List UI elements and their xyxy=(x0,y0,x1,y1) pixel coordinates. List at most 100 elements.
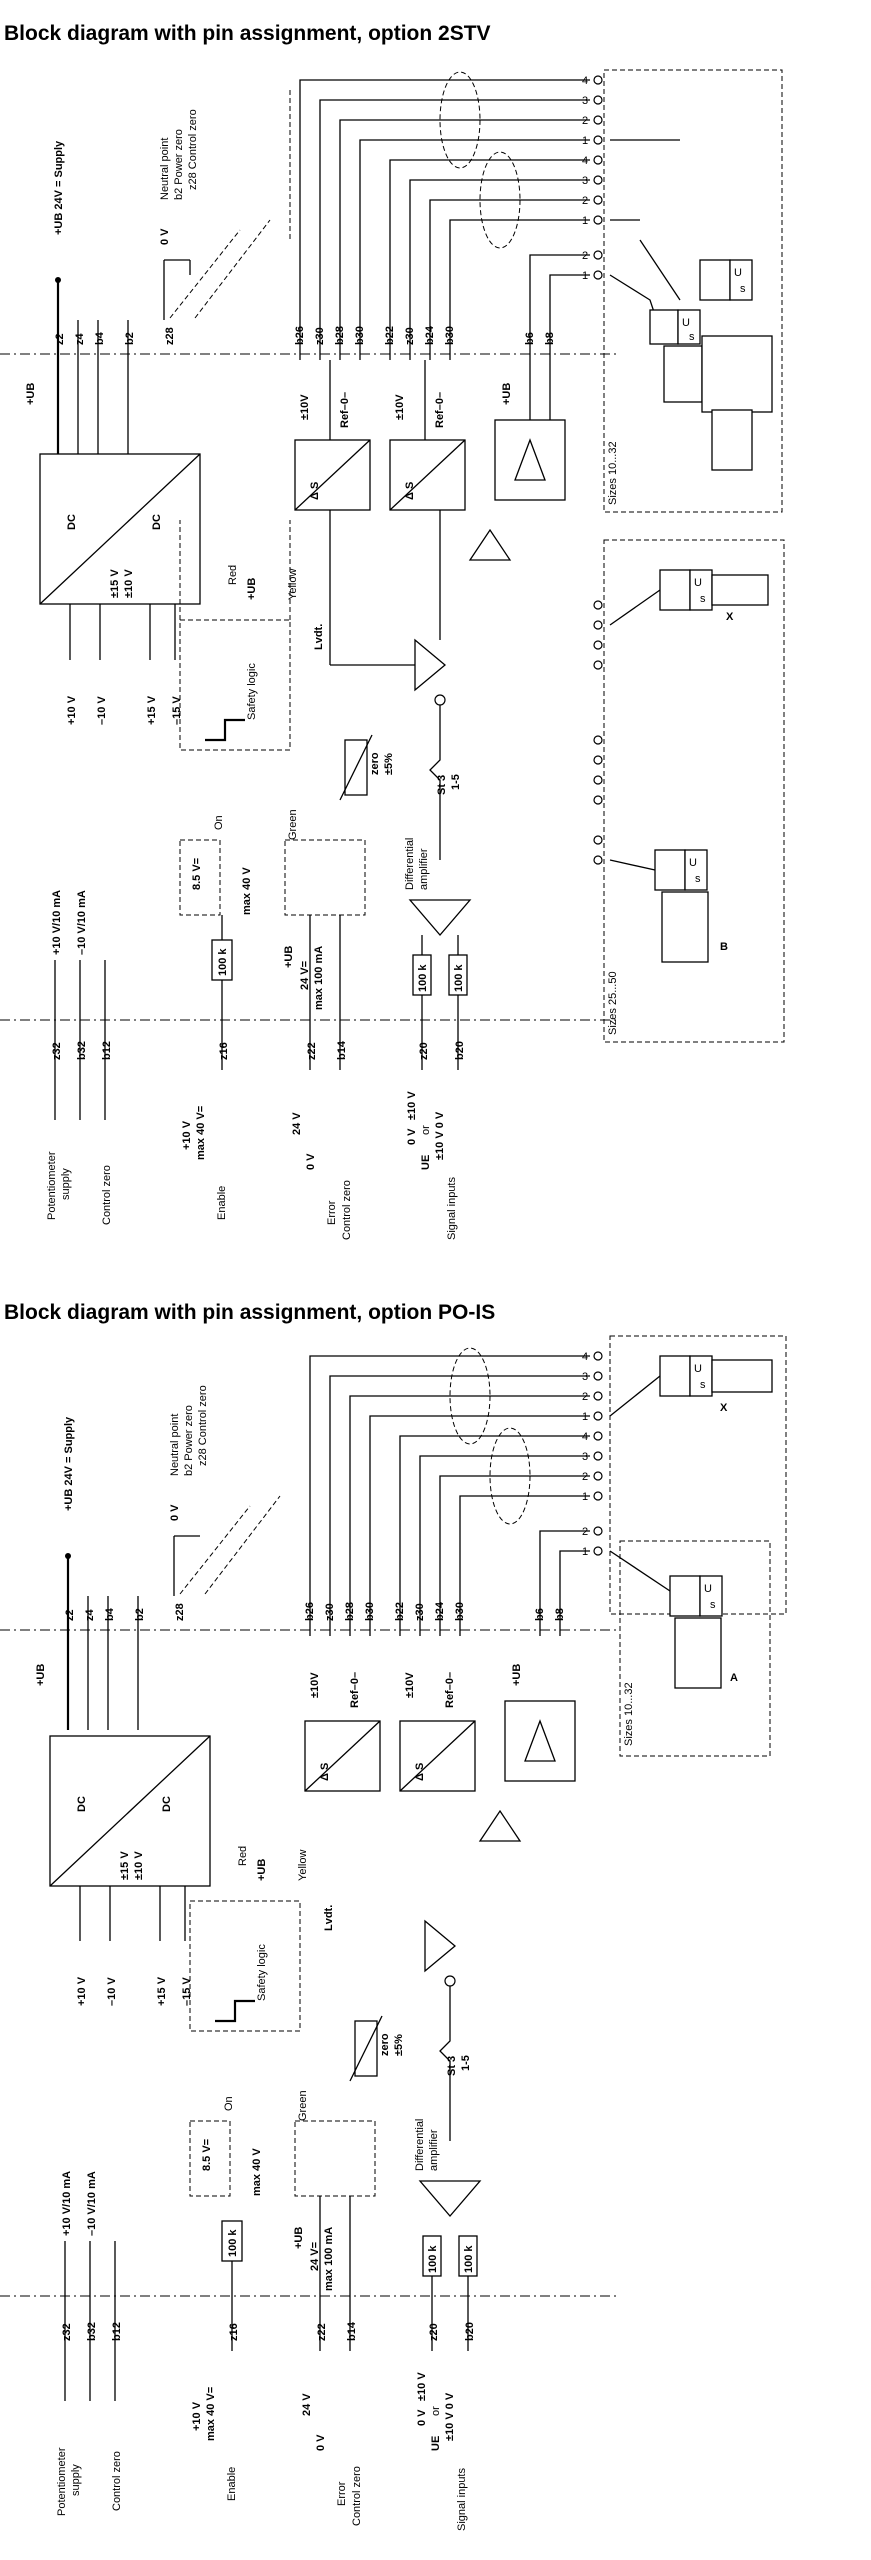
pm10v-label-2: ±10 V xyxy=(133,1851,145,1880)
input-labels: +10 V max 40 V= Enable 24 V 0 V Error Co… xyxy=(181,1091,458,1240)
diff-amp-label-1: Differential xyxy=(404,838,416,890)
out-m10v: –10 V xyxy=(96,696,108,725)
sizes-10-32-region: Sizes 10...32 U s U s xyxy=(603,69,783,513)
valve2-s-1: s xyxy=(700,1379,706,1391)
pin-z4-2: z4 xyxy=(84,1609,96,1622)
pin2-1: 1 xyxy=(582,1411,588,1423)
pin-1b: 1 xyxy=(582,215,588,227)
pin-z16-2: z16 xyxy=(228,2323,240,2341)
pin-4b: 4 xyxy=(582,155,588,167)
st3-range-label: 1-5 xyxy=(450,774,462,790)
pin2-1b: 1 xyxy=(582,1491,588,1503)
control-zero-label-2-1: Control zero xyxy=(111,2451,123,2511)
ub-safety-label: +UB xyxy=(246,578,258,600)
valve-s-3: s xyxy=(700,593,706,605)
pot-supply-label: supply xyxy=(60,1168,72,1200)
ub-error-label-2: +UB xyxy=(293,2227,305,2249)
dc-outputs: +10 V –10 V +15 V –15 V xyxy=(66,604,183,725)
v24-label-2: 24 V= xyxy=(309,2242,321,2271)
pin2-3: 3 xyxy=(582,1371,588,1383)
pin-z2: z2 xyxy=(54,333,66,345)
pin-3: 3 xyxy=(582,95,588,107)
pin-b12: b12 xyxy=(101,1041,113,1060)
enable-block-2: 8.5 V= max 40 V On Green 100 k xyxy=(189,2090,309,2351)
valve-s-2: s xyxy=(740,283,746,295)
signal-wires xyxy=(289,71,590,360)
pin-b20-2: b20 xyxy=(464,2322,476,2341)
pm15v-label-2: ±15 V xyxy=(119,1851,131,1880)
lvdt-label-2: Lvdt. xyxy=(323,1905,335,1931)
st3-range-label-2: 1-5 xyxy=(460,2055,472,2071)
pin-4: 4 xyxy=(582,75,588,87)
red-label-2: Red xyxy=(237,1846,249,1866)
control-zero-label-2: Control zero xyxy=(341,1180,353,1240)
pm10v-label: ±10 V xyxy=(123,569,135,598)
pin2-2b: 2 xyxy=(582,1471,588,1483)
control-zero-label-2-2: Control zero xyxy=(351,2466,363,2526)
diff-amp-label-2-1: Differential xyxy=(414,2119,426,2171)
ref-label-2-2: Ref–0– xyxy=(444,1672,456,1708)
summing-area-2: zero ±5% St 3 1-5 xyxy=(349,1919,472,2141)
dc-converter-2: DC DC ±15 V ±10 V +UB xyxy=(35,1664,211,1887)
valve-u-4: U xyxy=(689,857,697,869)
pin2-1c: 1 xyxy=(582,1546,588,1558)
delta-s-2: Δ S xyxy=(404,482,416,500)
safety-logic-label-2: Safety logic xyxy=(256,1944,268,2001)
pot-p10-label-2: +10 V/10 mA xyxy=(61,2171,73,2236)
diff-amp-label-2: amplifier xyxy=(418,848,430,890)
pin2-2: 2 xyxy=(582,1391,588,1403)
pin-2c: 2 xyxy=(582,250,588,262)
top-pin-labels-2: z2 z4 b4 b2 z28 b26 z30 b28 b30 b22 z30 … xyxy=(64,1601,566,1621)
delta-s-blocks: Δ S Δ S ±10V Ref–0– ±10V Ref–0– xyxy=(294,360,466,511)
dc2-label-2: DC xyxy=(161,1796,173,1812)
block-diagram-2stv: +UB 24V = Supply 0 V Neutral point b2 Po… xyxy=(0,69,785,1240)
sig-0v-label: 0 V xyxy=(406,1128,418,1145)
dc-label-2: DC xyxy=(151,514,163,530)
signal-wires-2 xyxy=(309,1347,590,1636)
pm10v-ref-2-2: ±10V xyxy=(404,1672,416,1698)
v85-label: 8.5 V= xyxy=(191,858,203,890)
power-zero-label: b2 Power zero xyxy=(173,129,185,200)
ub-label-2: +UB xyxy=(35,1664,47,1686)
potentiometer-label: Potentiometer xyxy=(46,1151,58,1220)
pin-b2-2: b2 xyxy=(134,1608,146,1621)
sizes-10-32-label-2: Sizes 10...32 xyxy=(623,1682,635,1746)
pin-z2-2: z2 xyxy=(64,1609,76,1621)
ub-out-label-2: +UB xyxy=(511,1664,523,1686)
pin-b12-2: b12 xyxy=(111,2322,123,2341)
out2-m15v: –15 V xyxy=(181,1977,193,2006)
error-label-2: Error xyxy=(336,2481,348,2506)
valve2-u-1: U xyxy=(694,1363,702,1375)
pin-z22: z22 xyxy=(306,1042,318,1060)
enable-v-label: +10 V xyxy=(181,1120,193,1150)
ov-label-2: 0 V xyxy=(169,1504,181,1521)
pin-b14-2: b14 xyxy=(346,2321,358,2341)
valve-s-4: s xyxy=(695,873,701,885)
sig-or-label: or xyxy=(420,1125,432,1135)
potentiometer-supply-2: +10 V/10 mA –10 V/10 mA Potentiometer su… xyxy=(56,2171,123,2516)
max40-label-2: max 40 V xyxy=(251,2148,263,2196)
control-zero-z28-label-2: z28 Control zero xyxy=(197,1385,209,1466)
max100ma-label-2: max 100 mA xyxy=(323,2227,335,2291)
dc-outputs-2: +10 V –10 V +15 V –15 V xyxy=(76,1886,193,2006)
input-labels-2: +10 V max 40 V= Enable 24 V 0 V Error Co… xyxy=(191,2372,468,2531)
bottom-pin-labels: z32 b32 b12 z16 z22 b14 z20 b20 xyxy=(51,1040,466,1060)
pin-z20: z20 xyxy=(418,1042,430,1060)
out2-p10v: +10 V xyxy=(76,1976,88,2006)
on-label-2: On xyxy=(223,2096,235,2111)
r100k-2-4: 100 k xyxy=(463,2245,475,2273)
zero-label: zero xyxy=(369,752,381,775)
sig-or-label-2: or xyxy=(430,2406,442,2416)
valve-u-1: U xyxy=(682,317,690,329)
pin-z20-2: z20 xyxy=(428,2323,440,2341)
enable-max-label-2: max 40 V= xyxy=(205,2387,217,2441)
pin2-4b: 4 xyxy=(582,1431,588,1443)
output-stage-2: +UB xyxy=(478,1664,576,1842)
pin-b20: b20 xyxy=(454,1041,466,1060)
safety-logic-2: Safety logic Red Yellow Lvdt. +UB xyxy=(189,1846,335,2032)
r100k-2-3: 100 k xyxy=(427,2245,439,2273)
power-zero-label-2: b2 Power zero xyxy=(183,1405,195,1476)
pin2-4: 4 xyxy=(582,1351,588,1363)
signal-inputs-label: Signal inputs xyxy=(446,1177,458,1240)
block-diagram-po-is: +UB 24V = Supply 0 V Neutral point b2 Po… xyxy=(0,1335,787,2531)
